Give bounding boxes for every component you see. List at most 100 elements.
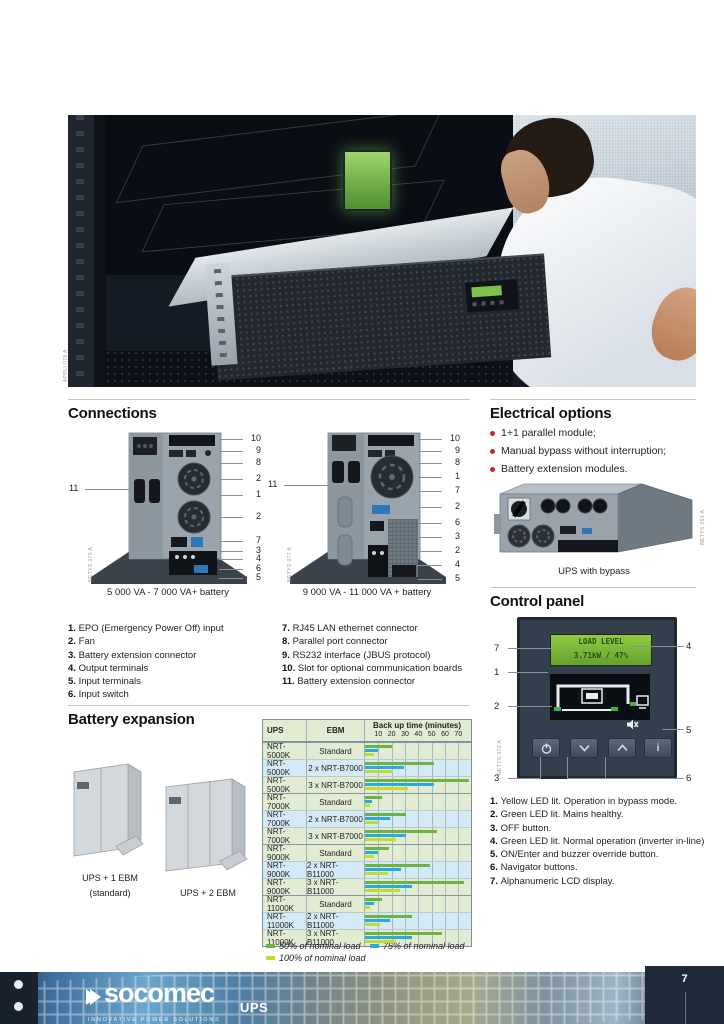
callout-number: 4 xyxy=(255,553,261,563)
control-panel-title: Control panel xyxy=(490,593,585,610)
callout-number: 5 xyxy=(255,572,261,582)
gridline xyxy=(458,896,460,912)
gridline xyxy=(405,811,406,827)
gridline xyxy=(458,794,460,810)
tick-label: 20 xyxy=(387,731,396,738)
chevron-up-icon xyxy=(616,744,628,752)
section-divider xyxy=(68,705,470,706)
callout-line xyxy=(219,439,243,440)
callout-line xyxy=(219,559,243,560)
legend-item-number: 2. xyxy=(490,809,501,821)
backup-time-bar xyxy=(365,868,401,871)
legend-item-text: ON/Enter and buzzer override button. xyxy=(500,849,659,861)
gridline xyxy=(378,743,380,759)
callout-number: 8 xyxy=(255,457,261,467)
callout-number: 3 xyxy=(255,545,261,555)
gridline xyxy=(405,862,406,878)
rack-post xyxy=(68,115,94,387)
callout-number: 11 xyxy=(268,479,278,489)
control-panel-legend: 1. Yellow LED lit. Operation in bypass m… xyxy=(490,795,715,888)
callout-line xyxy=(418,439,442,440)
gridline xyxy=(458,811,460,827)
lcd-line2: 3.71kW / 47% xyxy=(573,651,629,660)
gridline xyxy=(391,896,393,912)
callout-number: 7 xyxy=(255,535,261,545)
callout-line xyxy=(418,579,442,580)
section-divider xyxy=(490,587,696,588)
gridline xyxy=(431,845,433,861)
connection-legend-item: 3. Battery extension connector xyxy=(68,649,276,662)
gridline xyxy=(431,913,433,929)
cell-ebm: 3 x NRT-B7000 xyxy=(307,777,365,793)
legend-text: 75% of nominal load xyxy=(383,941,465,951)
cell-ebm: 2 x NRT-B7000 xyxy=(307,760,365,776)
gridline xyxy=(458,930,460,946)
legend-item-number: 6. xyxy=(68,689,79,701)
cell-bars xyxy=(365,777,469,793)
gridline xyxy=(431,896,433,912)
socomec-logo: socomec xyxy=(86,978,215,1010)
callout-line xyxy=(418,463,442,464)
legend-item-number: 3. xyxy=(490,822,501,834)
tower-caption: UPS + 1 EBM xyxy=(82,873,138,883)
backup-time-bar xyxy=(365,915,412,918)
tick-label: 10 xyxy=(374,731,383,738)
legend-item-text: Parallel port connector xyxy=(292,636,388,648)
socomec-chevron-icon xyxy=(86,989,101,1010)
legend-item-number: 5. xyxy=(68,676,79,688)
control-legend-item: 1. Yellow LED lit. Operation in bypass m… xyxy=(490,795,715,808)
callout-number: 1 xyxy=(255,489,261,499)
legend-item-number: 7. xyxy=(490,875,501,887)
backup-time-bar xyxy=(365,834,407,837)
backup-time-bar xyxy=(365,821,379,824)
legend-item-number: 8. xyxy=(282,636,293,648)
callout-line xyxy=(508,648,552,649)
callout-line xyxy=(219,479,243,480)
cell-bars xyxy=(365,862,469,878)
power-flow-mimic xyxy=(554,684,649,711)
legend-item-number: 11. xyxy=(282,676,298,688)
navigate-down-button[interactable] xyxy=(570,738,598,758)
electrical-option-item: Manual bypass without interruption; xyxy=(490,442,700,460)
bullet-icon xyxy=(490,466,495,472)
gridline xyxy=(458,777,460,793)
callout-line xyxy=(219,517,243,518)
on-enter-button[interactable]: i xyxy=(644,738,672,758)
callout-line xyxy=(508,672,548,673)
callout-line xyxy=(219,551,243,552)
gridline xyxy=(378,794,380,810)
tick-label: 30 xyxy=(401,731,409,738)
col-header-ups: UPS xyxy=(263,720,307,741)
info-icon: i xyxy=(656,742,660,754)
off-button[interactable] xyxy=(532,738,560,758)
cell-bars xyxy=(365,760,469,776)
callout-number: 1 xyxy=(494,667,500,678)
control-legend-item: 4. Green LED lit. Normal operation (inve… xyxy=(490,835,715,848)
cell-ebm: 3 x NRT-B11000 xyxy=(307,878,365,896)
legend-item-text: Yellow LED lit. Operation in bypass mode… xyxy=(500,796,678,807)
callout-line xyxy=(219,569,243,570)
rack-green-display xyxy=(343,150,392,211)
backup-time-bar xyxy=(365,932,443,935)
gridline xyxy=(445,794,446,810)
callout-number: 3 xyxy=(454,531,460,541)
cell-ups: NRT-11000K xyxy=(263,895,307,913)
logo-wordmark: socomec xyxy=(104,978,215,1008)
gridline xyxy=(445,913,446,929)
backup-time-bar xyxy=(365,745,392,748)
cell-ups: NRT-7000K xyxy=(263,810,307,828)
navigate-up-button[interactable] xyxy=(608,738,636,758)
rack-rail xyxy=(94,115,106,387)
legend-item-text: RS232 interface (JBUS protocol) xyxy=(292,649,431,661)
figure-caption: UPS with bypass xyxy=(558,566,630,577)
backup-time-bar xyxy=(365,787,408,790)
